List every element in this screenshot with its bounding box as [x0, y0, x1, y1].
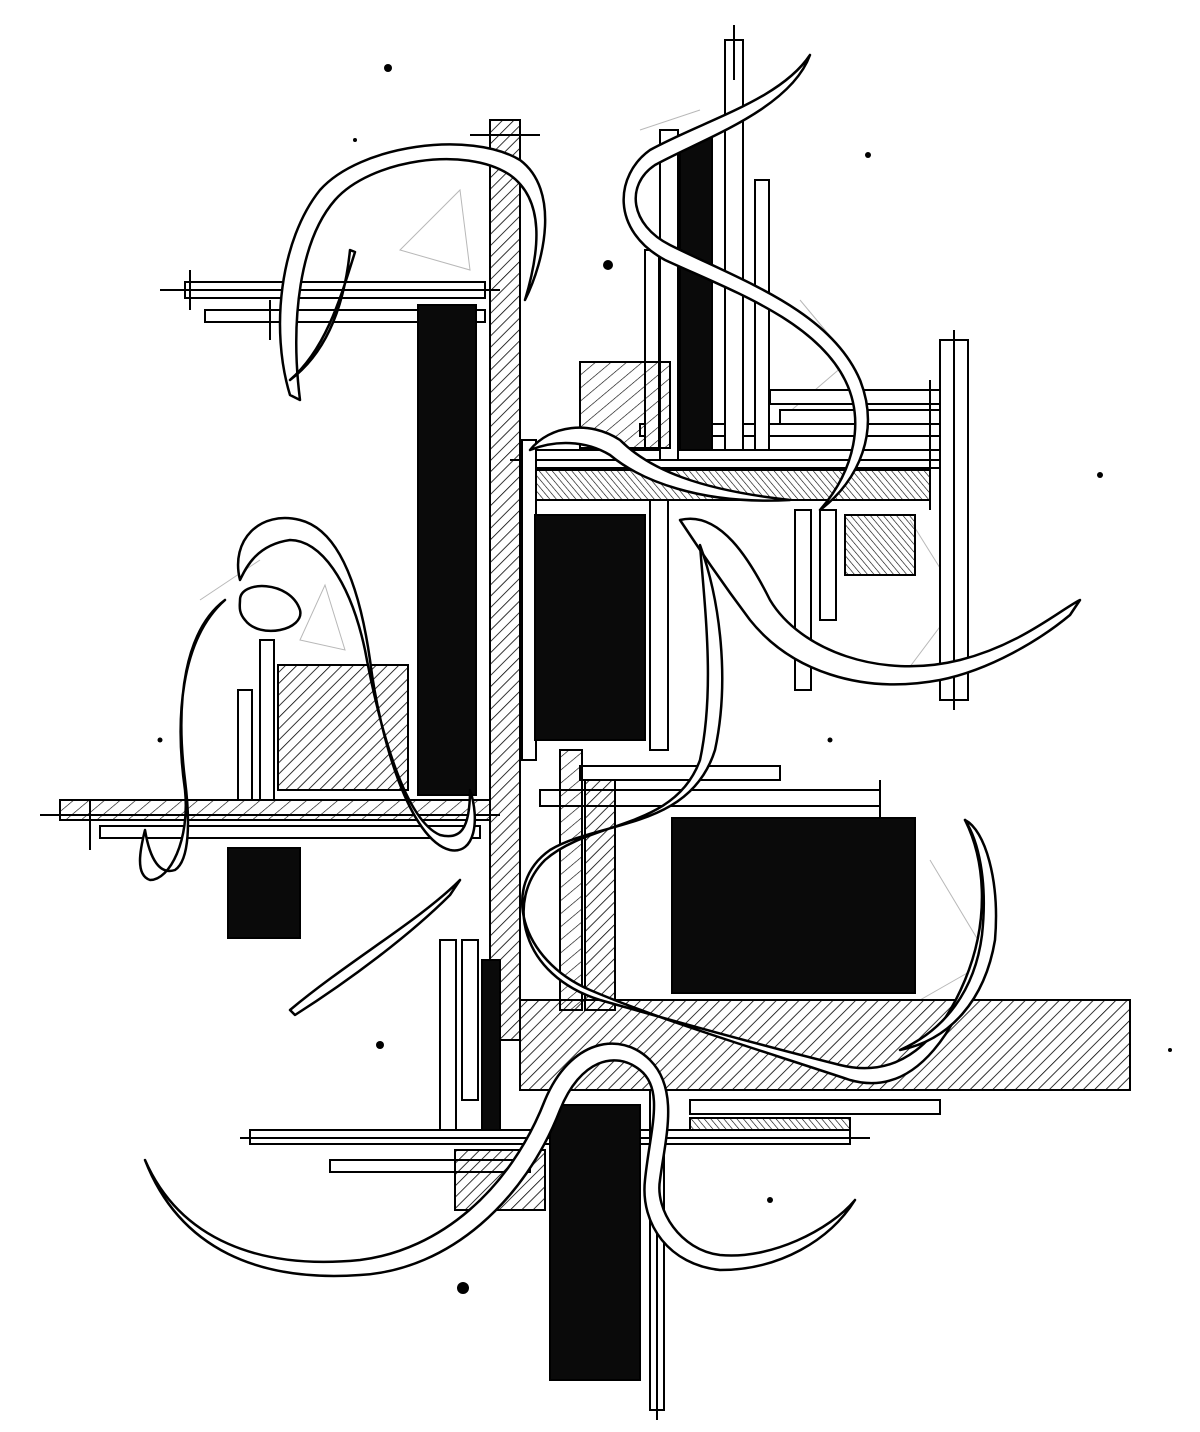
ribbon-small-ring: [238, 584, 302, 633]
ink-specks: [157, 64, 1172, 1294]
ribbon-left-loop: [236, 516, 477, 852]
flowing-ribbons: [138, 53, 1082, 1278]
ink-blocks: [227, 134, 916, 1381]
ribbon-top-left-loop: [278, 143, 547, 402]
ribbon-right-hook: [898, 818, 998, 1052]
ink-block-center: [534, 514, 646, 741]
ink-block-tall-left: [417, 304, 477, 796]
ink-block-upper-narrow: [679, 134, 713, 451]
ribbon-top-left-hook: [288, 248, 357, 382]
ink-block-small-left: [227, 847, 301, 939]
ribbon-lower-diagonal: [288, 878, 462, 1017]
ink-block-lower-column: [481, 959, 501, 1131]
ink-block-bottom: [549, 1104, 641, 1381]
ribbon-right-sweep: [678, 517, 1082, 686]
hatched-panel-right: [844, 514, 916, 576]
ribbon-left-drop: [138, 598, 227, 882]
hatched-panels: [277, 361, 1131, 1091]
ribbon-bottom-left-sweep: [143, 1042, 857, 1278]
ribbon-center-tail: [528, 426, 792, 502]
hatched-panel-left: [277, 664, 409, 791]
ink-block-right: [671, 817, 916, 994]
ribbon-top-right-s: [622, 53, 869, 512]
